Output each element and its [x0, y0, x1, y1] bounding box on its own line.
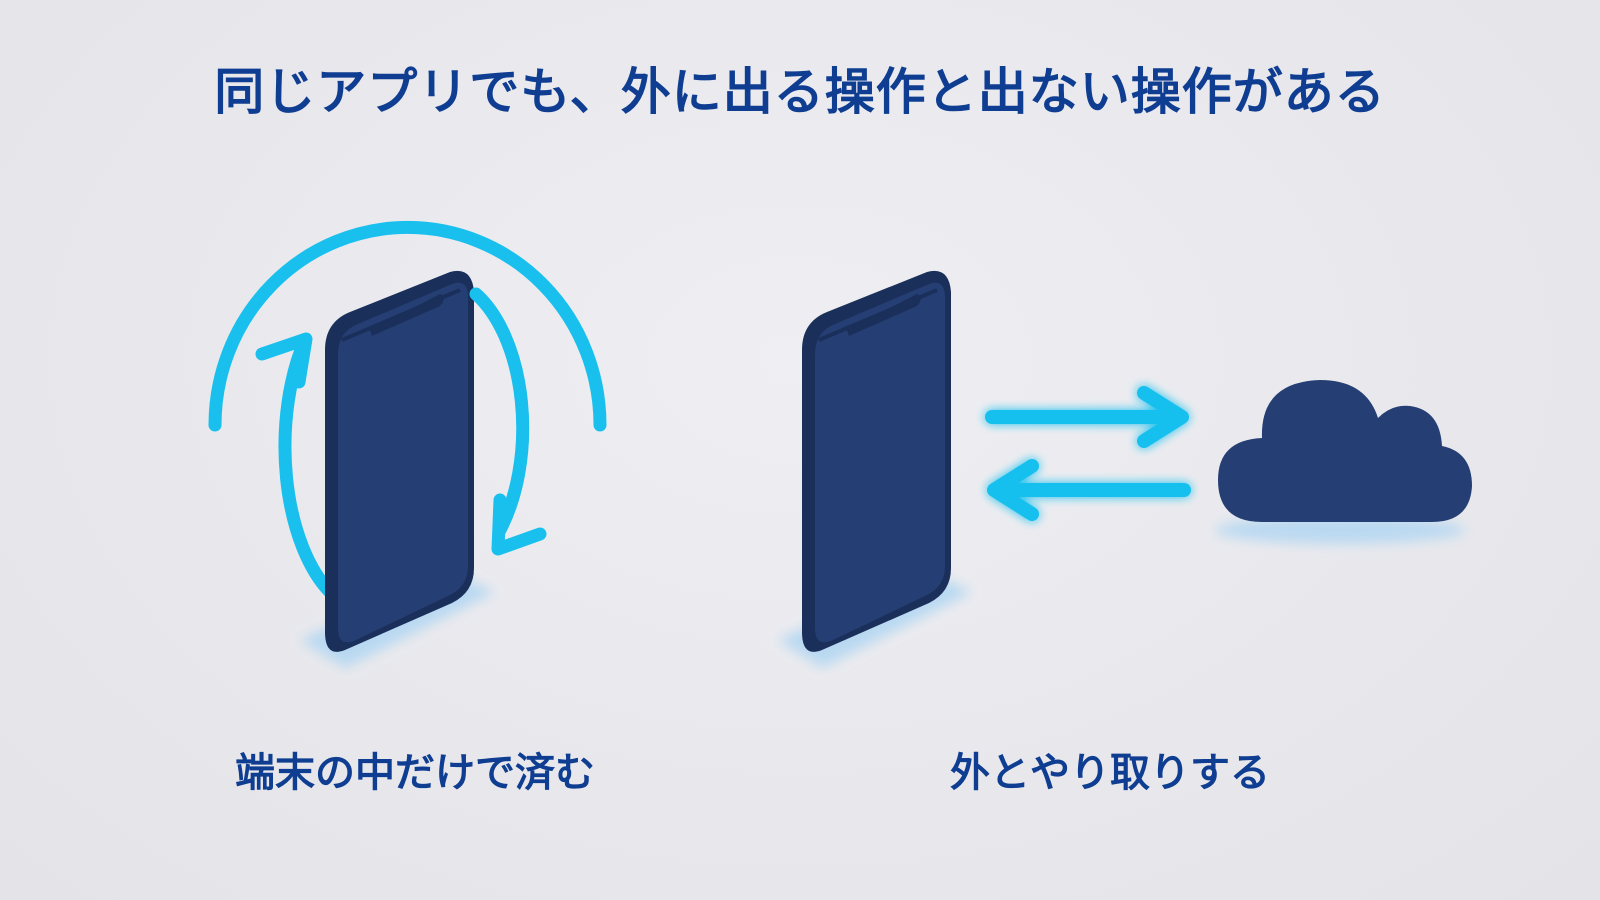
caption-external: 外とやり取りする	[950, 750, 1270, 796]
rotation-arc-left	[278, 333, 337, 599]
cloud-icon	[1215, 380, 1472, 544]
download-arrow-icon	[987, 459, 1191, 521]
local-operation-illustration	[208, 221, 607, 668]
caption-local: 端末の中だけで済む	[235, 750, 595, 796]
rotation-arc-right	[469, 287, 530, 537]
rotation-arrowhead-top	[255, 332, 313, 389]
rotation-arrowhead-bottom	[491, 493, 547, 556]
external-operation-illustration	[778, 270, 1472, 668]
page-title: 同じアプリでも、外に出る操作と出ない操作がある	[214, 63, 1386, 121]
upload-arrow-icon	[985, 386, 1189, 448]
outer-arc	[208, 221, 607, 432]
smartphone-icon	[325, 270, 474, 652]
smartphone-icon	[802, 270, 951, 652]
